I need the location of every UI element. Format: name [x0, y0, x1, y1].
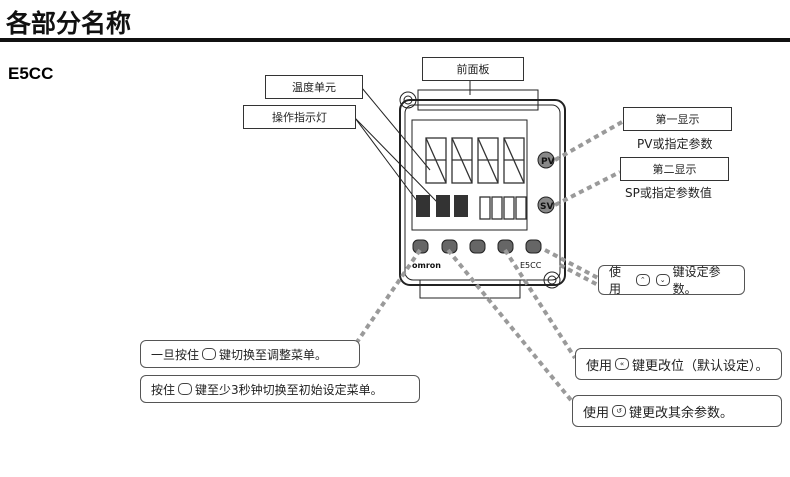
note-text: 键设定参数。: [672, 265, 721, 296]
note-text: 一旦按住: [151, 347, 200, 362]
note-text: 使用: [583, 405, 610, 421]
note-text: 使用: [609, 265, 622, 296]
display2-desc: SP或指定参数值: [625, 186, 712, 200]
shift-key-icon: «: [615, 358, 630, 370]
front-panel-label: 前面板: [422, 57, 524, 81]
note-level2: 按住 键至少3秒钟切换至初始设定菜单。: [140, 375, 420, 403]
page-title: 各部分名称: [6, 9, 132, 38]
level-key-icon: [178, 383, 193, 395]
temp-unit-label: 温度单元: [265, 75, 363, 99]
device-model: E5CC: [520, 261, 542, 270]
note-text: 使用: [586, 358, 613, 374]
sv-label: SV: [540, 202, 553, 212]
model-label: E5CC: [8, 64, 54, 83]
mode-key-icon: ↺: [612, 405, 627, 417]
level-key-icon: [202, 348, 217, 360]
note-text: 键更改位（默认设定）。: [632, 358, 769, 374]
note-text: 键至少3秒钟切换至初始设定菜单。: [195, 382, 383, 397]
display1-desc: PV或指定参数: [637, 137, 713, 151]
up-key-icon: ⌃: [635, 274, 650, 286]
down-key-icon: ⌄: [655, 274, 670, 286]
note-text: 键切换至调整菜单。: [219, 347, 328, 362]
note-text: 键更改其余参数。: [629, 405, 734, 421]
note-mode: 使用 ↺ 键更改其余参数。: [572, 395, 782, 427]
display2-title: 第二显示: [620, 157, 729, 181]
pv-label: PV: [541, 157, 555, 167]
note-text: 按住: [151, 382, 176, 397]
display1-title: 第一显示: [623, 107, 732, 131]
brand-logo: omron: [412, 261, 441, 270]
note-updown: 使用 ⌃ ⌄ 键设定参数。: [598, 265, 745, 296]
callout-lines: [353, 120, 623, 407]
indicator-label: 操作指示灯: [243, 105, 356, 129]
note-shift: 使用 « 键更改位（默认设定）。: [575, 348, 782, 380]
note-level1: 一旦按住 键切换至调整菜单。: [140, 340, 360, 368]
title-rule: [0, 38, 790, 42]
